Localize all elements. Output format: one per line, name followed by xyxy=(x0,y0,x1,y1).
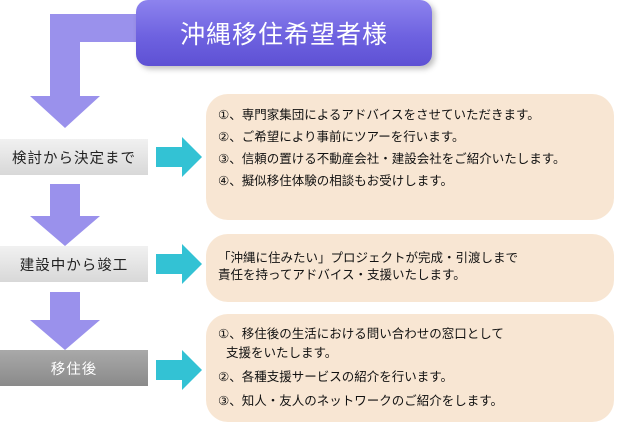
panel-1-item: ①、専門家集団によるアドバイスをさせていただきます。 xyxy=(218,107,540,122)
stage-label-1-text: 検討から決定まで xyxy=(12,150,136,167)
stage-label-2-text: 建設中から竣工 xyxy=(19,257,129,274)
panel-2-item: 責任を持ってアドバイス・支援いたします。 xyxy=(218,267,466,282)
flow-arrow-2 xyxy=(30,184,100,246)
panel-3-item: ②、各種支援サービスの紹介を行います。 xyxy=(218,369,453,384)
pointer-arrow-2 xyxy=(156,244,202,284)
panel-3-item: ③、知人・友人のネットワークのご紹介をします。 xyxy=(218,393,503,408)
panel-1: ①、専門家集団によるアドバイスをさせていただきます。 ②、ご希望により事前にツア… xyxy=(206,94,614,220)
title-text: 沖縄移住希望者様 xyxy=(179,20,388,49)
flow-arrow-1 xyxy=(30,14,136,128)
panel-3-item: 支援をいたします。 xyxy=(218,345,338,360)
stage-label-1: 検討から決定まで xyxy=(0,139,148,175)
stage-label-2: 建設中から竣工 xyxy=(0,246,148,282)
title-box: 沖縄移住希望者様 xyxy=(136,0,432,66)
stage-label-3: 移住後 xyxy=(0,350,148,386)
panel-1-item: ②、ご希望により事前にツアーを行います。 xyxy=(218,129,465,144)
panel-2: 「沖縄に住みたい」プロジェクトが完成・引渡しまで 責任を持ってアドバイス・支援い… xyxy=(206,234,614,302)
flow-arrow-3 xyxy=(30,292,100,350)
panel-2-item: 「沖縄に住みたい」プロジェクトが完成・引渡しまで xyxy=(218,250,519,265)
panel-3-item: ①、移住後の生活における問い合わせの窓口として xyxy=(218,326,504,341)
panel-1-item: ③、信頼の置ける不動産会社・建設会社をご紹介いたします。 xyxy=(218,151,566,166)
pointer-arrow-1 xyxy=(156,137,202,177)
panel-1-item: ④、擬似移住体験の相談もお受けします。 xyxy=(218,173,453,188)
pointer-arrow-3 xyxy=(156,350,202,390)
stage-label-3-text: 移住後 xyxy=(50,361,98,378)
panel-3: ①、移住後の生活における問い合わせの窓口として 支援をいたします。 ②、各種支援… xyxy=(206,314,614,422)
